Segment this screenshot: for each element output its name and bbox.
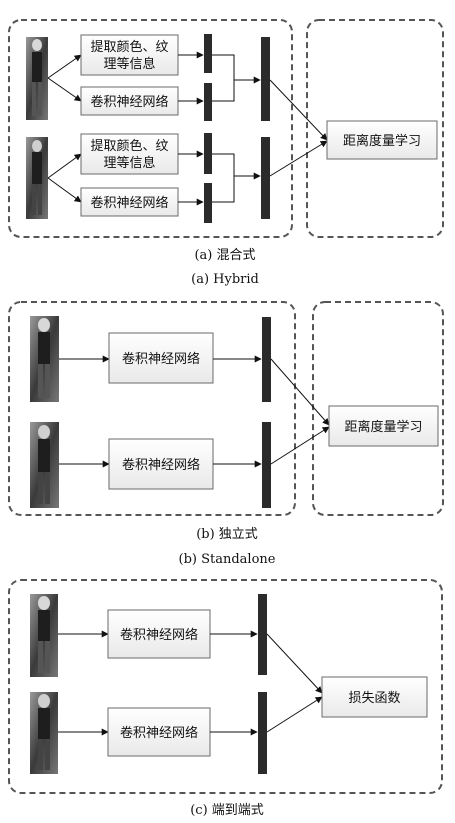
section-c-end-to-end: 卷积神经网络 卷积神经网络 损失函数 (c) 端到端式 <box>8 579 443 818</box>
cnn-box: 卷积神经网络 <box>107 609 211 659</box>
feature-vector-bar <box>204 83 212 121</box>
caption-cn: (c) 端到端式 <box>190 803 264 818</box>
box-label: 卷积神经网络 <box>122 457 200 473</box>
concatenated-feature-bar <box>261 37 270 121</box>
metric-learning-dashed-region <box>306 19 444 238</box>
feature-vector-bar <box>204 183 212 223</box>
pedestrian-photo <box>26 137 48 219</box>
pedestrian-photo <box>30 594 58 677</box>
cnn-box: 卷积神经网络 <box>107 707 211 757</box>
box-label: 损失函数 <box>348 691 400 706</box>
caption-en: (b) Standalone <box>179 552 276 567</box>
metric-learning-box: 距离度量学习 <box>326 120 438 160</box>
cnn-box: 卷积神经网络 <box>80 86 179 116</box>
box-label: 卷积神经网络 <box>120 627 198 643</box>
metric-learning-dashed-region <box>312 301 444 516</box>
feature-vector-bar <box>258 692 267 774</box>
box-label: 理等信息 <box>103 56 155 72</box>
feature-vector-bar <box>204 133 212 174</box>
caption-cn: (a) 混合式 <box>194 248 255 263</box>
loss-function-box: 损失函数 <box>321 676 428 718</box>
caption-en: (a) Hybrid <box>191 272 259 287</box>
box-label: 距离度量学习 <box>344 419 422 435</box>
concatenated-feature-bar <box>261 137 270 219</box>
caption-cn: (b) 独立式 <box>196 527 258 542</box>
box-label: 卷积神经网络 <box>90 195 168 211</box>
pedestrian-photo <box>26 37 48 120</box>
box-label: 提取颜色、纹 <box>90 39 168 55</box>
cnn-box: 卷积神经网络 <box>108 438 214 490</box>
extract-color-texture-box: 提取颜色、纹 理等信息 <box>80 34 179 76</box>
pedestrian-photo <box>30 692 58 774</box>
feature-extraction-dashed-region <box>8 301 296 516</box>
extract-color-texture-box: 提取颜色、纹 理等信息 <box>80 133 179 175</box>
box-label: 卷积神经网络 <box>122 351 200 367</box>
pedestrian-photo <box>30 316 59 402</box>
pedestrian-photo <box>30 422 59 508</box>
box-label: 卷积神经网络 <box>90 94 168 110</box>
end-to-end-dashed-region <box>8 579 443 794</box>
cnn-box: 卷积神经网络 <box>108 332 214 384</box>
feature-vector-bar <box>204 34 212 73</box>
feature-extraction-dashed-region <box>8 19 293 238</box>
box-label: 提取颜色、纹 <box>90 138 168 154</box>
feature-vector-bar <box>258 594 267 675</box>
cnn-box: 卷积神经网络 <box>80 187 179 217</box>
feature-vector-bar <box>262 317 271 402</box>
box-label: 理等信息 <box>103 155 155 171</box>
feature-vector-bar <box>262 422 271 508</box>
box-label: 卷积神经网络 <box>120 725 198 741</box>
box-label: 距离度量学习 <box>343 133 421 149</box>
section-b-standalone: 卷积神经网络 卷积神经网络 距离度量学习 (b) 独立式 (b) Standal… <box>8 301 444 567</box>
metric-learning-box: 距离度量学习 <box>328 405 439 447</box>
section-a-hybrid: 提取颜色、纹 理等信息 卷积神经网络 提取颜色、纹 理等信息 卷积神经网络 <box>8 19 444 287</box>
